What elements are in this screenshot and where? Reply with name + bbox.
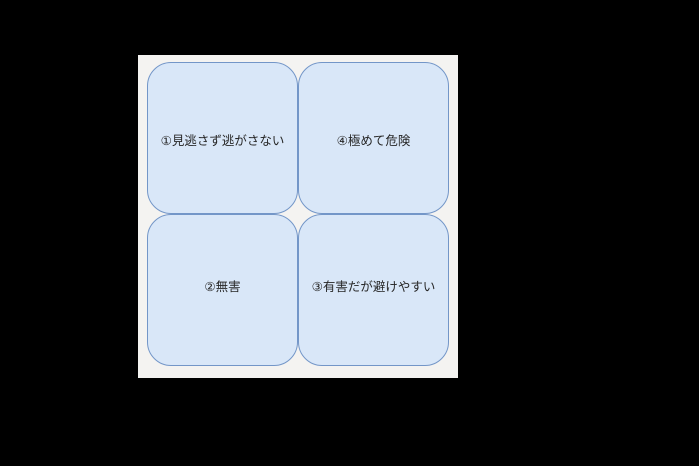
quadrant-top-right[interactable]: ④極めて危険 — [298, 62, 449, 214]
quadrant-bottom-right-label: ③有害だが避けやすい — [311, 279, 436, 294]
matrix-grid: ①見逃さず逃がさない ④極めて危険 ②無害 ③有害だが避けやすい — [147, 62, 449, 366]
quadrant-bottom-left[interactable]: ②無害 — [147, 214, 298, 366]
matrix-panel: ①見逃さず逃がさない ④極めて危険 ②無害 ③有害だが避けやすい — [138, 55, 458, 378]
quadrant-top-left[interactable]: ①見逃さず逃がさない — [147, 62, 298, 214]
quadrant-top-left-label: ①見逃さず逃がさない — [160, 133, 285, 148]
quadrant-bottom-left-label: ②無害 — [204, 279, 241, 294]
quadrant-top-right-label: ④極めて危険 — [336, 133, 411, 148]
quadrant-bottom-right[interactable]: ③有害だが避けやすい — [298, 214, 449, 366]
